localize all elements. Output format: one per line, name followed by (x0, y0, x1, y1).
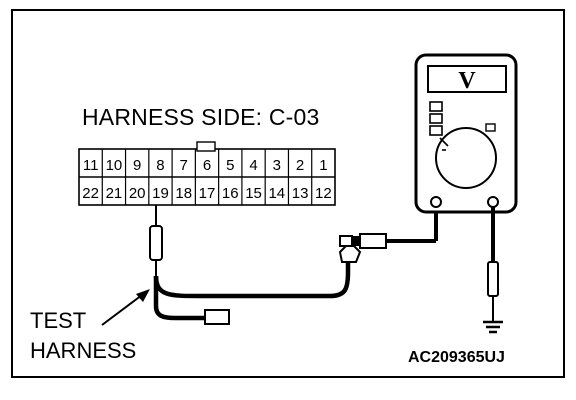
figure-code: AC209365UJ (408, 349, 505, 366)
test-harness-probe (149, 205, 351, 325)
connector-top-pin-7: 7 (180, 157, 188, 174)
connector-bottom-pin-18: 18 (175, 185, 192, 202)
connector-bottom-pin-17: 17 (199, 185, 216, 202)
connector-top-pin-5: 5 (226, 157, 234, 174)
harness-plug (204, 309, 230, 325)
connector-top-pin-3: 3 (273, 157, 281, 174)
harness-side-title: HARNESS SIDE: C-03 (82, 104, 320, 130)
connector-bottom-pin-14: 14 (268, 185, 285, 202)
connector-bottom-pin-15: 15 (245, 185, 262, 202)
connector-bottom-pin-22: 22 (82, 185, 99, 202)
connector-top-pin-4: 4 (249, 157, 257, 174)
meter-symbol: V (458, 68, 476, 94)
ground-lead (487, 207, 499, 322)
meter-dial (435, 127, 497, 189)
probe-icon (149, 225, 163, 261)
connector-lock-tab (196, 141, 216, 152)
connector-top-pin-10: 10 (106, 157, 123, 174)
connector-bottom-pin-16: 16 (222, 185, 239, 202)
clip-connector (338, 202, 438, 263)
connector-top-pin-6: 6 (203, 157, 211, 174)
test-harness-label-line2: HARNESS (30, 338, 137, 363)
connector-top-pin-11: 11 (83, 157, 99, 174)
connector-bottom-pin-19: 19 (152, 185, 169, 202)
connector-top-pin-8: 8 (156, 157, 164, 174)
diagram-border (11, 9, 565, 378)
test-harness-label-line1: TEST (30, 308, 87, 333)
arrow-icon (101, 289, 150, 326)
voltmeter-icon: V (414, 53, 518, 214)
connector-bottom-pin-12: 12 (315, 185, 332, 202)
connector-top-pin-2: 2 (296, 157, 304, 174)
connector-top-pin-1: 1 (319, 157, 327, 174)
meter-terminal-com (430, 196, 442, 208)
connector-bottom-pin-13: 13 (292, 185, 309, 202)
ground-icon (483, 320, 503, 334)
connector-bottom-pin-21: 21 (106, 185, 123, 202)
connector-bottom-pin-20: 20 (129, 185, 146, 202)
meter-terminal-v (487, 196, 499, 208)
connector-top-pin-9: 9 (133, 157, 141, 174)
